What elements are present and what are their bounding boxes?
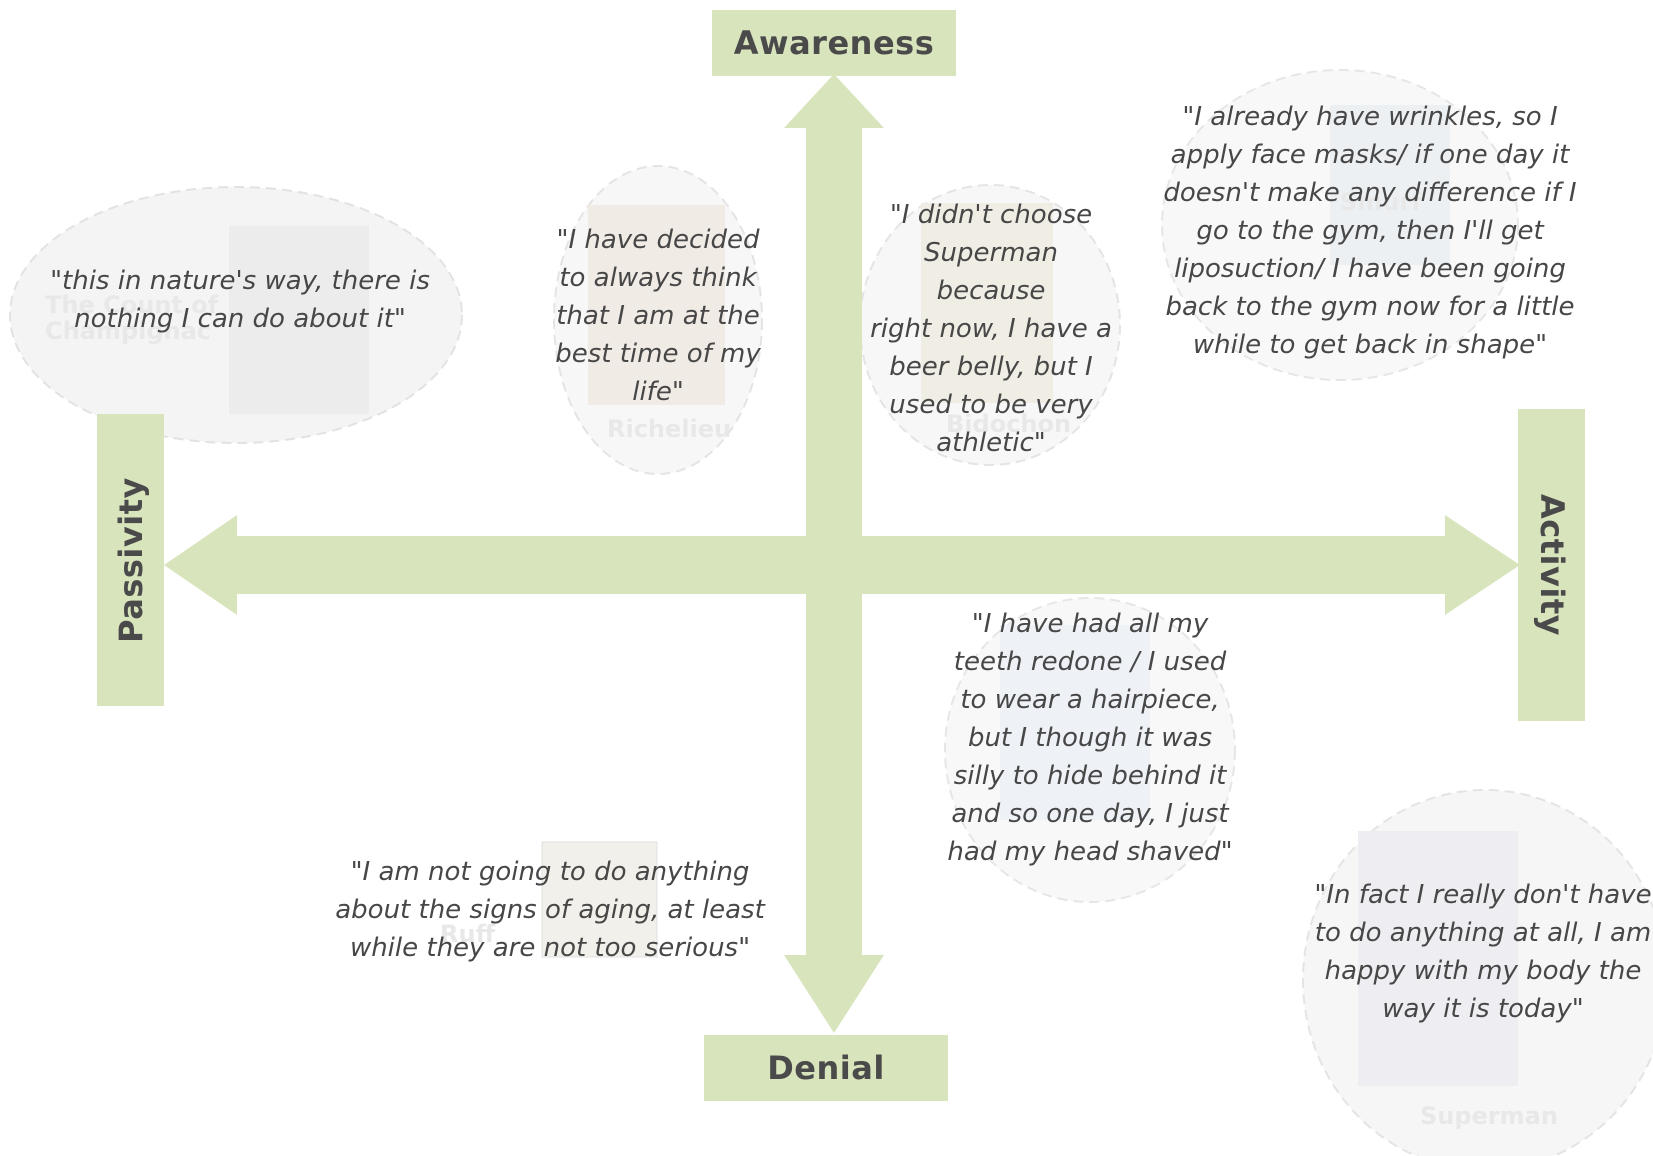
superman-photo [1358, 831, 1518, 1086]
axis-label-denial: Denial [704, 1035, 948, 1101]
count-photo [229, 226, 369, 414]
count-quote: "this in nature's way, there is nothing … [50, 266, 430, 334]
richelieu-name: Richelieu [607, 415, 732, 443]
bidochon-photo [921, 203, 1053, 403]
richelieu-quote: "I have decided to always think that I a… [555, 225, 761, 407]
ruff-photo [541, 841, 658, 958]
smurf-photo [1330, 105, 1450, 265]
richelieu-photo [588, 205, 725, 405]
ruff-name: Ruff [440, 920, 496, 948]
smurf-name: Smurf [1340, 188, 1422, 216]
smurf-quote: "I already have wrinkles, so I apply fac… [1163, 102, 1577, 360]
bald-photo [1000, 625, 1150, 820]
bidochon-quote: "I didn't choose Superman because right … [870, 200, 1112, 458]
horizontal-arrow [164, 515, 1520, 615]
axis-label-denial-text: Denial [767, 1049, 885, 1087]
superman-name: Superman [1420, 1102, 1558, 1130]
axis-label-passivity-text: Passivity [111, 477, 150, 643]
bidochon-name: Bidochon [946, 410, 1072, 438]
axis-label-awareness: Awareness [712, 10, 956, 76]
ruff-quote: "I am not going to do anything about the… [335, 857, 765, 963]
axis-label-activity-text: Activity [1532, 494, 1571, 636]
bald-quote: "I have had all my teeth redone / I used… [947, 609, 1233, 867]
axis-label-activity: Activity [1518, 409, 1585, 721]
axis-label-passivity: Passivity [97, 414, 164, 706]
superman-quote: "In fact I really don't have to do anyth… [1314, 880, 1652, 1024]
axis-label-awareness-text: Awareness [733, 24, 935, 62]
count-name: The Count of Champignac [45, 291, 219, 345]
